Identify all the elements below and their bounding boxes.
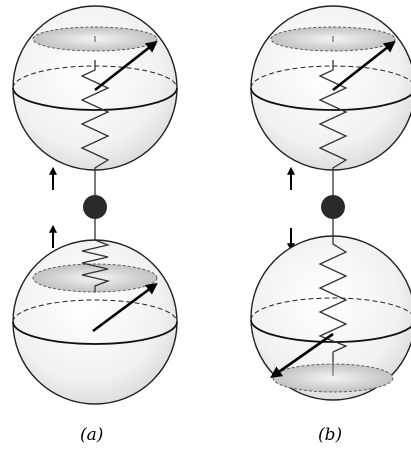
panel-a-bottom-sphere [12,236,178,405]
spring-line [81,236,111,292]
equator-front [12,321,178,345]
equator-front [250,319,411,343]
spring-line [80,60,110,180]
spin-arrow [92,282,158,333]
equator-back [12,299,178,323]
equator-front [250,87,411,111]
equator-back [250,297,411,321]
coupling-node [83,195,107,219]
panel-b-top-sphere [250,5,411,180]
panel-b-caption: (b) [318,425,343,445]
panel-b [250,5,411,401]
panel-a-caption: (a) [80,425,104,445]
panel-a-connector [83,180,107,236]
panel-a [12,5,178,405]
panel-b-connector [321,180,345,236]
equator-front [12,87,178,111]
spin-arrow [94,40,158,92]
panel-a-top-sphere [12,5,178,180]
coupling-node [321,195,345,219]
spring-line [318,236,348,362]
spring-line [318,60,348,180]
panel-b-bottom-sphere [250,235,411,401]
spin-arrow [332,40,396,92]
spin-arrow [270,332,334,379]
